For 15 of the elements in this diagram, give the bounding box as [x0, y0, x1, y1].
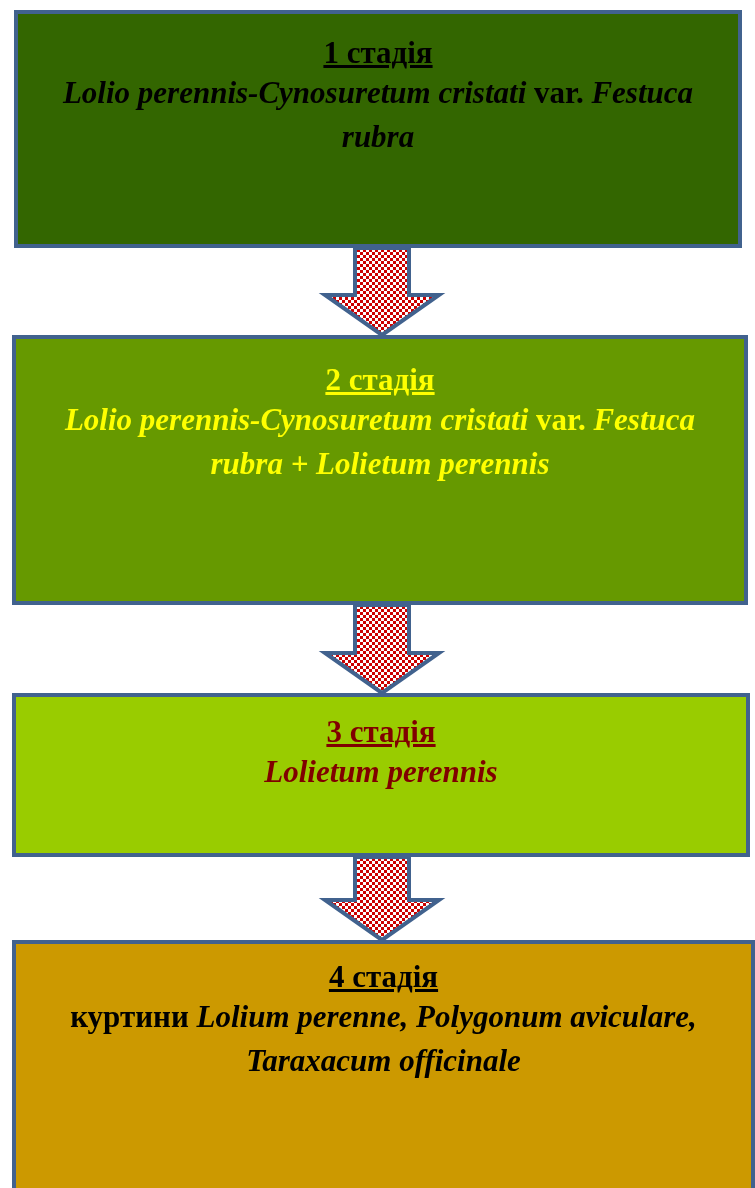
association-text: куртини Lolium perenne, Polygonum aviculare, Taraxacum officinale — [69, 998, 698, 1080]
block-arrow — [318, 246, 446, 338]
block-arrow — [318, 603, 446, 696]
stage-heading: 2 стадія — [324, 361, 436, 399]
block-arrow — [318, 855, 446, 943]
association-text: Lolietum perennis — [263, 753, 499, 792]
stage-box — [14, 10, 742, 248]
stage-heading: 3 стадія — [325, 713, 437, 751]
stage-heading: 1 стадія — [322, 34, 434, 72]
association-text: Lolio perennis-Cynosuretum cristati var. Festuca rubra — [61, 74, 695, 156]
stage-heading: 4 стадія — [327, 958, 440, 996]
stage-box — [12, 693, 750, 857]
association-text: Lolio perennis-Cynosuretum cristati var. Festuca rubra + Lolietum perennis — [63, 401, 697, 483]
stage-box — [12, 335, 748, 605]
stage-box — [12, 940, 755, 1188]
